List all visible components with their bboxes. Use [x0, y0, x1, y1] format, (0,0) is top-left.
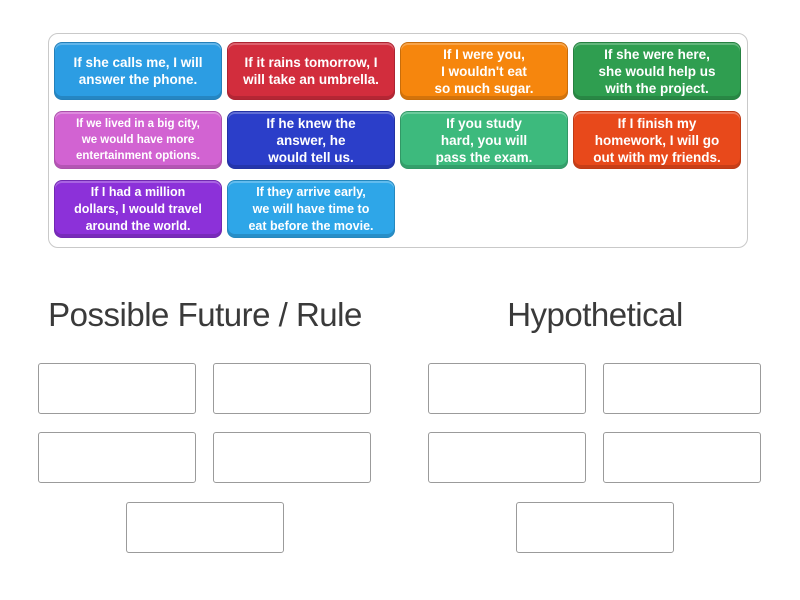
- group-header-hypothetical: Hypothetical: [507, 296, 683, 333]
- answer-slot[interactable]: [125, 502, 284, 553]
- answer-slot[interactable]: [603, 363, 761, 414]
- tile-she-calls[interactable]: If she calls me, I will answer the phone…: [54, 42, 222, 100]
- answer-slot[interactable]: [38, 432, 196, 483]
- answer-slot[interactable]: [38, 363, 196, 414]
- tile-she-were-here[interactable]: If she were here, she would help us with…: [573, 42, 741, 100]
- tile-were-you-sugar[interactable]: If I were you, I wouldn't eat so much su…: [400, 42, 568, 100]
- tile-lived-big-city[interactable]: If we lived in a big city, we would have…: [54, 111, 222, 169]
- answer-slot[interactable]: [515, 502, 674, 553]
- tile-finish-homework[interactable]: If I finish my homework, I will go out w…: [573, 111, 741, 169]
- tile-study-hard[interactable]: If you study hard, you will pass the exa…: [400, 111, 568, 169]
- drop-zone-possible-future: [38, 363, 371, 553]
- group-header-possible-future: Possible Future / Rule: [48, 296, 362, 333]
- answer-slot[interactable]: [603, 432, 761, 483]
- tile-million-dollars[interactable]: If I had a million dollars, I would trav…: [54, 180, 222, 238]
- tile-pool: If she calls me, I will answer the phone…: [48, 33, 748, 248]
- answer-slot[interactable]: [213, 363, 371, 414]
- answer-slot[interactable]: [428, 363, 586, 414]
- tile-rains-tomorrow[interactable]: If it rains tomorrow, I will take an umb…: [227, 42, 395, 100]
- tile-arrive-early[interactable]: If they arrive early, we will have time …: [227, 180, 395, 238]
- drop-zone-hypothetical: [428, 363, 761, 553]
- answer-slot[interactable]: [428, 432, 586, 483]
- tile-knew-answer[interactable]: If he knew the answer, he would tell us.: [227, 111, 395, 169]
- answer-slot[interactable]: [213, 432, 371, 483]
